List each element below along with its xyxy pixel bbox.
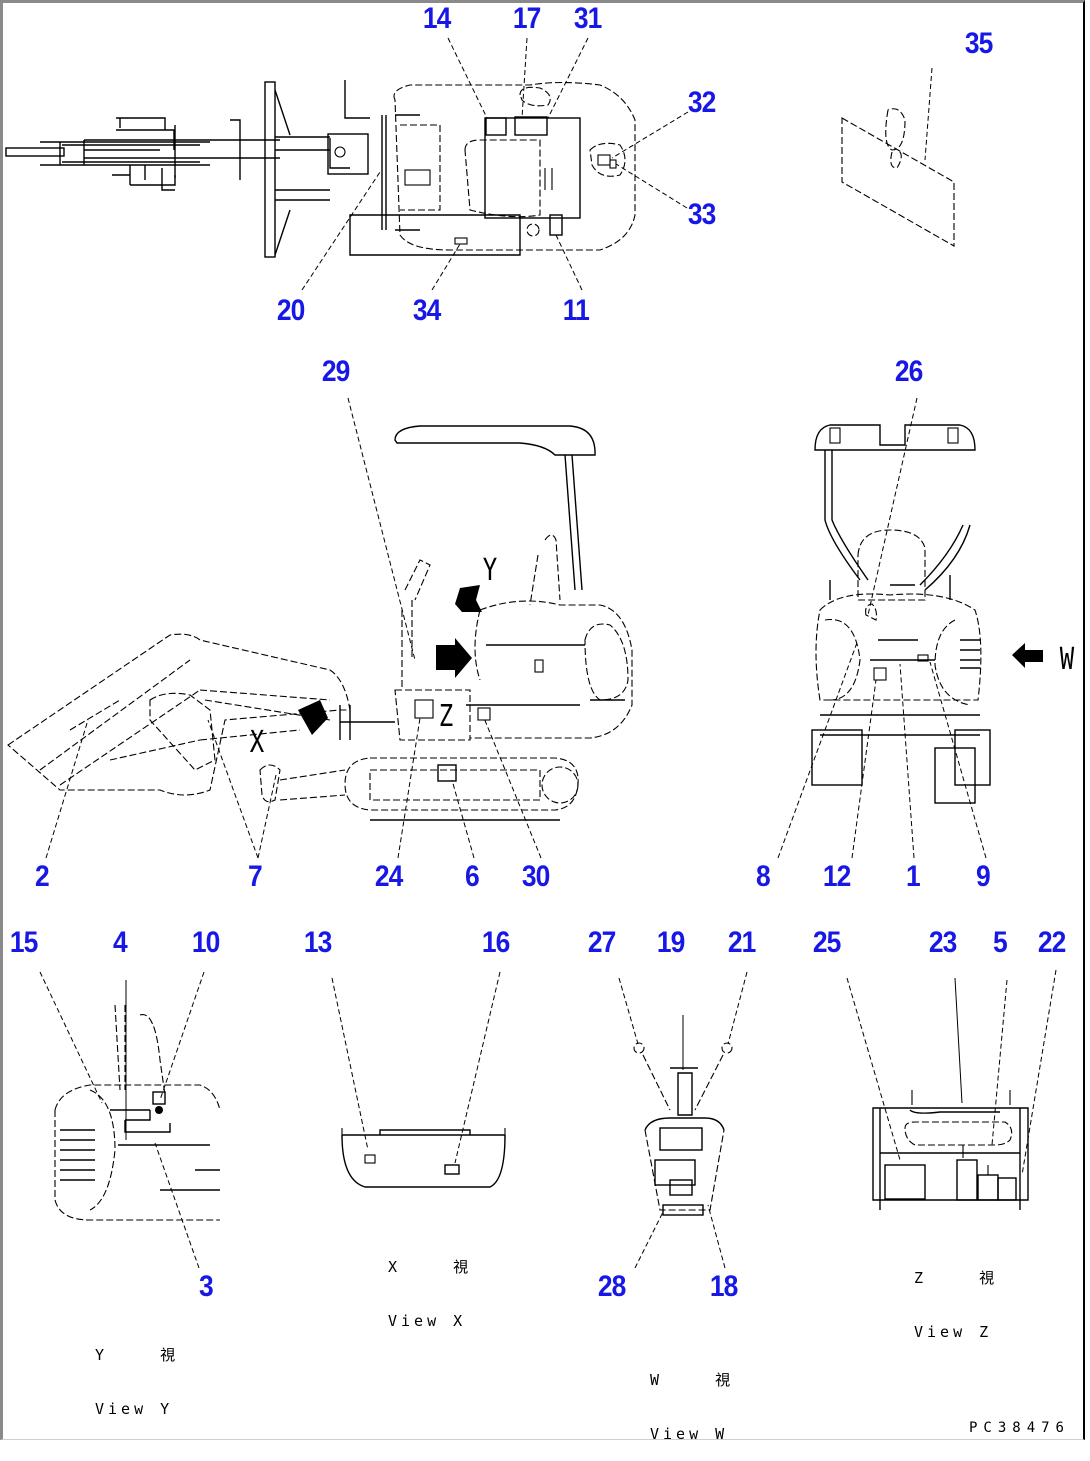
caption-view-w-jp: W 視 [650, 1371, 735, 1389]
callout-33[interactable]: 33 [687, 198, 717, 231]
view-w-drawing [633, 1015, 733, 1216]
view-marker-z: Z [438, 699, 454, 734]
view-marker-y: Y [482, 553, 498, 588]
callout-24[interactable]: 24 [374, 860, 404, 893]
view-y-drawing [54, 1004, 221, 1221]
callout-15[interactable]: 15 [9, 926, 39, 959]
caption-view-x-jp: X 視 [388, 1258, 473, 1276]
view-marker-w: W [1059, 642, 1075, 677]
callout-16[interactable]: 16 [481, 926, 511, 959]
callout-31[interactable]: 31 [573, 2, 603, 35]
callout-17[interactable]: 17 [512, 2, 542, 35]
callout-12[interactable]: 12 [822, 860, 852, 893]
callout-5[interactable]: 5 [992, 926, 1008, 959]
plate-35-drawing [841, 108, 955, 247]
caption-view-w: W 視 View W [650, 1335, 734, 1461]
callout-35[interactable]: 35 [964, 27, 994, 60]
caption-view-y-en: View Y [95, 1400, 174, 1418]
callout-28[interactable]: 28 [597, 1270, 627, 1303]
caption-view-z-jp: Z 視 [914, 1269, 999, 1287]
view-z-drawing [872, 1090, 1029, 1210]
side-view-drawing [7, 425, 633, 821]
view-marker-x: X [249, 725, 265, 760]
callout-14[interactable]: 14 [422, 2, 452, 35]
callout-22[interactable]: 22 [1037, 926, 1067, 959]
caption-view-x-en: View X [388, 1312, 467, 1330]
callout-26[interactable]: 26 [894, 355, 924, 388]
caption-view-z-en: View Z [914, 1323, 993, 1341]
callout-10[interactable]: 10 [191, 926, 221, 959]
caption-view-y-jp: Y 視 [95, 1346, 180, 1364]
callout-29[interactable]: 29 [321, 355, 351, 388]
leader-lines [39, 37, 1057, 1269]
drawing-number: PC38476 [968, 1420, 1070, 1436]
callout-20[interactable]: 20 [276, 294, 306, 327]
callout-32[interactable]: 32 [687, 86, 717, 119]
callout-25[interactable]: 25 [812, 926, 842, 959]
callout-23[interactable]: 23 [928, 926, 958, 959]
rear-view-drawing [811, 424, 1043, 804]
callout-21[interactable]: 21 [727, 926, 757, 959]
callout-9[interactable]: 9 [975, 860, 991, 893]
callout-19[interactable]: 19 [656, 926, 686, 959]
caption-view-z: Z 視 View Z [914, 1233, 998, 1359]
callout-30[interactable]: 30 [521, 860, 551, 893]
callout-6[interactable]: 6 [464, 860, 480, 893]
callout-11[interactable]: 11 [562, 294, 590, 327]
callout-2[interactable]: 2 [34, 860, 50, 893]
top-view-drawing [5, 80, 636, 258]
callout-18[interactable]: 18 [709, 1270, 739, 1303]
callout-13[interactable]: 13 [303, 926, 333, 959]
callout-34[interactable]: 34 [412, 294, 442, 327]
callout-27[interactable]: 27 [587, 926, 617, 959]
view-x-drawing [341, 1128, 506, 1188]
callout-3[interactable]: 3 [198, 1270, 214, 1303]
caption-view-w-en: View W [650, 1425, 729, 1443]
callout-4[interactable]: 4 [112, 926, 128, 959]
caption-view-x: X 視 View X [388, 1222, 472, 1348]
caption-view-y: Y 視 View Y [95, 1310, 179, 1436]
callout-1[interactable]: 1 [905, 860, 921, 893]
callout-8[interactable]: 8 [755, 860, 771, 893]
callout-7[interactable]: 7 [247, 860, 263, 893]
